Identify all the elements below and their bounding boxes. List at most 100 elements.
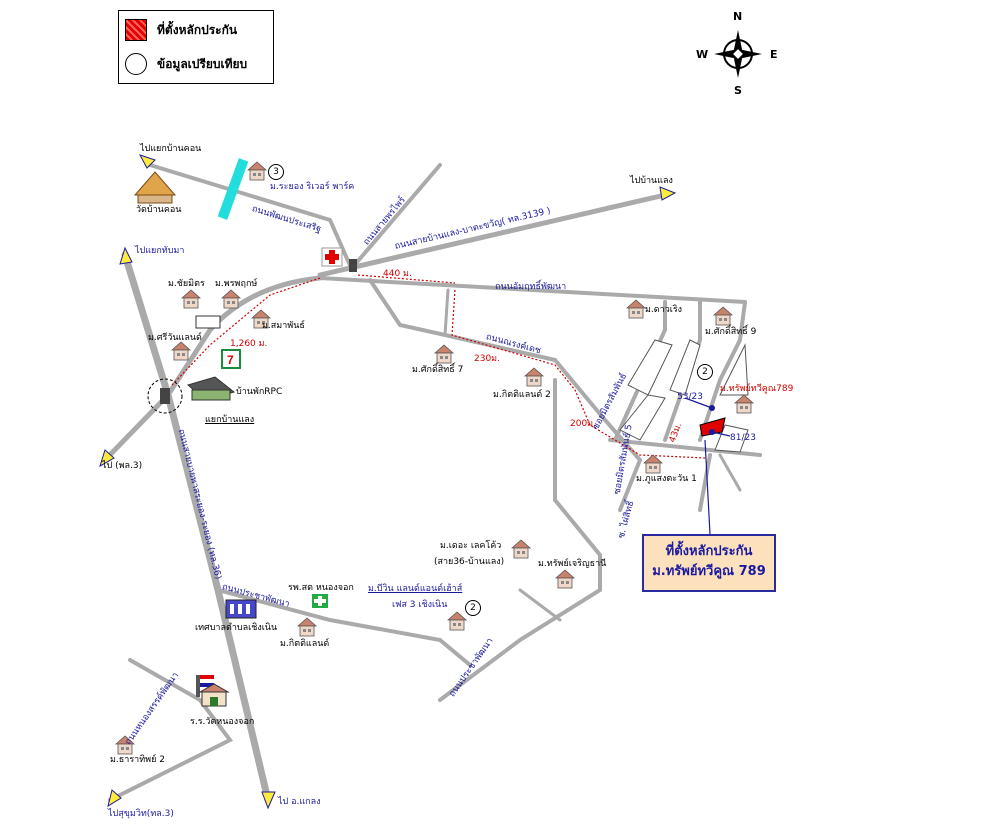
house-icon (221, 289, 241, 309)
legend-row-comparable: ข้อมูลเปรียบเทียบ (125, 53, 247, 75)
label-chaimitr: ม.ชัยมิตร (168, 279, 205, 289)
compass-west: W (696, 48, 709, 61)
collateral-marker (699, 417, 726, 437)
arrow-to-baan-khon-icon (138, 154, 156, 169)
clinic-icon (312, 594, 328, 608)
label-lake-rd: ม.เดอะ เลคโค้ว (440, 541, 502, 551)
lot-block-e (714, 424, 749, 453)
house-icon (555, 569, 575, 589)
house-icon (734, 394, 754, 414)
road-narong-spur (443, 288, 450, 337)
lot-block-d (719, 343, 749, 396)
comparable-swatch-icon (125, 53, 147, 75)
house-icon (247, 161, 267, 181)
arrow-to-pk3-icon (99, 449, 115, 468)
rpc-building-icon (186, 376, 236, 401)
route-segment-230-200 (451, 289, 706, 459)
label-phukhaw: ม.ภูแสงตะวัน 1 (636, 474, 697, 484)
label-dist-440: 440 ม. (383, 269, 412, 279)
house-icon (434, 344, 454, 364)
sign-icon (195, 315, 221, 329)
label-dist-200: 200ม. (570, 419, 596, 429)
arrow-to-sukhumvit-icon (107, 789, 122, 808)
label-addr-5323: 53/23 (677, 392, 703, 402)
label-hosp-nongjok: รพ.สต หนองจอก (288, 583, 354, 593)
house-icon (511, 539, 531, 559)
house-icon (626, 299, 646, 319)
lot-block-a (627, 339, 673, 396)
hospital-icon (321, 247, 343, 267)
lot-block-c (669, 339, 701, 396)
label-saksit7: ม.ศักดิ์สิทธิ์ 7 (412, 365, 464, 375)
road-subdiv-tail (718, 453, 742, 492)
label-phornphrue: ม.พรพฤกษ์ (215, 279, 258, 289)
road-nongsang (108, 658, 234, 802)
label-to-tap-ma: ไปแยกทับมา (135, 246, 185, 256)
seven-eleven-icon: 7 (221, 349, 241, 369)
svg-text:7: 7 (227, 353, 234, 367)
temple-icon (133, 171, 177, 204)
label-tesaban: เทศบาลตำบลเชิงเนิน (195, 623, 278, 633)
addr-8123-dot (709, 429, 715, 435)
road-route-36 (121, 251, 272, 804)
route-segment-440 (357, 274, 456, 284)
road-to-pk3 (102, 275, 323, 463)
house-icon (297, 617, 317, 637)
collateral-swatch-icon (125, 19, 147, 41)
arrow-to-klaeng-icon (261, 791, 276, 810)
label-rayong-river-park: ม.ระยอง ริเวอร์ พาร์ค (270, 182, 355, 192)
road-prachapatthana (216, 588, 472, 667)
road-to-callout (698, 453, 712, 512)
house-icon (524, 367, 544, 387)
callout-line2: ม.ทรัพย์ทวีคูณ 789 (652, 564, 766, 579)
label-wat-baan-khon: วัดบ้านคอน (136, 205, 182, 215)
label-muban-mbs: ม.บีวิน แลนด์แอนด์เฮ้าส์ (368, 584, 463, 594)
road-lake (438, 378, 602, 702)
label-phase3: เฟส 3 เชิงเนิน (392, 600, 448, 610)
callout-pointer (704, 439, 711, 535)
badge-3: 3 (268, 164, 284, 180)
label-sai36: (สาย36-บ้านแลง) (434, 557, 505, 567)
road-subdiv-cross (608, 438, 762, 457)
label-saphchareon: ม.ทรัพย์เจริญธานี (538, 559, 607, 569)
badge-2-lower: 2 (465, 600, 481, 616)
label-to-sukhumvit: ไปสุขุมวิท(ทล.3) (108, 809, 174, 819)
label-to-baan-laeng: ไปบ้านแลง (630, 176, 673, 186)
label-dawroeng: ม.ดาวเริง (645, 305, 683, 315)
road-narong (368, 278, 557, 362)
road-patthana-prasert (148, 163, 354, 272)
label-school: ร.ร.วัดหนองจอก (190, 717, 255, 727)
road-subdiv-b (663, 300, 702, 442)
road-ammaruth (318, 276, 747, 304)
label-sriwanland: ม.ศรีวันแลนด์ (148, 333, 202, 343)
bridge-marker (217, 158, 249, 220)
addr-5323-dot (709, 405, 715, 411)
label-kittiland2: ม.กิตติแลนด์ 2 (493, 390, 551, 400)
house-icon (171, 341, 191, 361)
compass-south: S (734, 84, 742, 97)
arrow-to-baan-laeng-icon (659, 186, 677, 201)
junction-circle (147, 378, 183, 414)
road-lake-spur (518, 588, 562, 622)
compass-north: N (733, 10, 743, 23)
label-samaphan: ม.สมาพันธ์ (262, 321, 305, 331)
road-baan-laeng (317, 192, 668, 278)
arrow-to-tap-ma-icon (119, 246, 133, 265)
label-to-klaeng: ไป อ.แกลง (278, 797, 321, 807)
collateral-callout: ที่ตั้งหลักประกัน ม.ทรัพย์ทวีคูณ 789 (642, 534, 776, 592)
legend-comparable-label: ข้อมูลเปรียบเทียบ (157, 56, 248, 71)
school-icon (196, 675, 230, 707)
callout-line1: ที่ตั้งหลักประกัน (665, 544, 753, 559)
badge-2-right: 2 (697, 364, 713, 380)
label-rd-ammaruth: ถนนอัมฤทธิ์พัฒนา (495, 282, 567, 292)
label-baan-pak-rpc: บ้านพักRPC (236, 387, 283, 397)
road-sai-phrai (350, 163, 442, 270)
label-to-baan-khon: ไปแยกบ้านคอน (140, 144, 202, 154)
label-sapsatha789: ม.ทรัพย์ทวีคูณ789 (720, 384, 794, 394)
addr-8123-pointer (711, 431, 731, 437)
compass-icon (714, 30, 762, 78)
house-icon (181, 289, 201, 309)
lot-block-b (619, 394, 666, 441)
